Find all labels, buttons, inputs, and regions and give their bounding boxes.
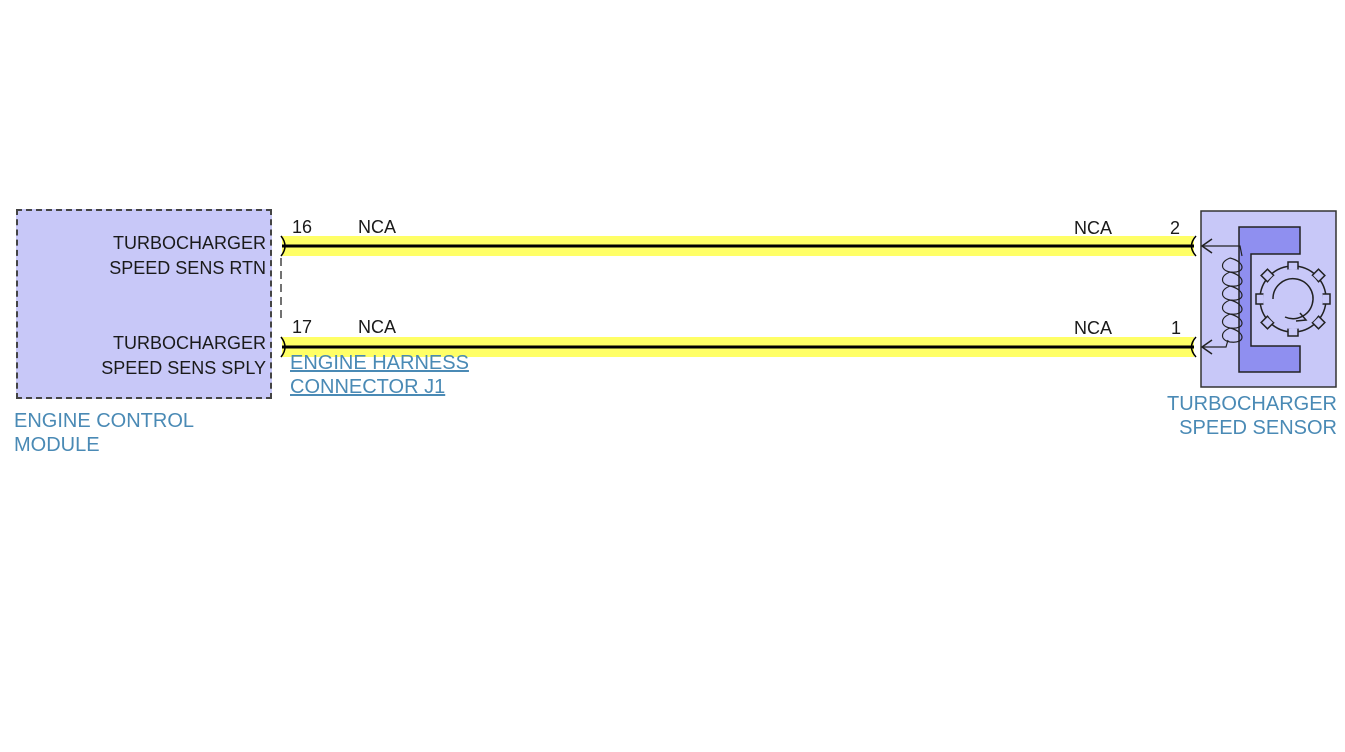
terminal-2-arrow-icon <box>1200 238 1213 254</box>
sensor-pin-number-1: 1 <box>1171 318 1182 338</box>
engine-control-module-box[interactable] <box>16 209 272 399</box>
wire2-color-code-left: NCA <box>358 317 397 337</box>
sensor-terminal-2 <box>1190 235 1197 257</box>
coil-icon <box>1202 245 1243 348</box>
wire-16-to-2[interactable] <box>280 235 1197 257</box>
sensor-component[interactable] <box>1200 210 1337 388</box>
sensor-terminal-1 <box>1190 336 1197 358</box>
ecm-pin-number-16: 16 <box>292 217 313 237</box>
sensor-pin-number-2: 2 <box>1170 218 1181 238</box>
ecm-pin-number-17: 17 <box>292 317 313 337</box>
ecm-terminal-16 <box>280 235 286 257</box>
ecm-pin17-label: TURBOCHARGER SPEED SENS SPLY <box>101 333 266 378</box>
pole-piece-icon <box>1238 226 1301 373</box>
terminal-1-arrow-icon <box>1200 339 1213 355</box>
engine-harness-connector-j1-link[interactable]: ENGINE HARNESS CONNECTOR J1 <box>290 352 469 398</box>
sensor-component-name[interactable]: TURBOCHARGER SPEED SENSOR <box>1166 393 1337 439</box>
ecm-terminal-17 <box>280 336 286 358</box>
reluctor-wheel-icon <box>1255 261 1331 337</box>
ecm-component-name[interactable]: ENGINE CONTROL MODULE <box>14 410 195 456</box>
wire1-color-code-right: NCA <box>1074 218 1113 238</box>
wire2-color-code-right: NCA <box>1074 318 1113 338</box>
ecm-pin16-label: TURBOCHARGER SPEED SENS RTN <box>109 233 266 278</box>
wire1-color-code-left: NCA <box>358 217 397 237</box>
wire-17-to-1[interactable] <box>280 336 1197 358</box>
